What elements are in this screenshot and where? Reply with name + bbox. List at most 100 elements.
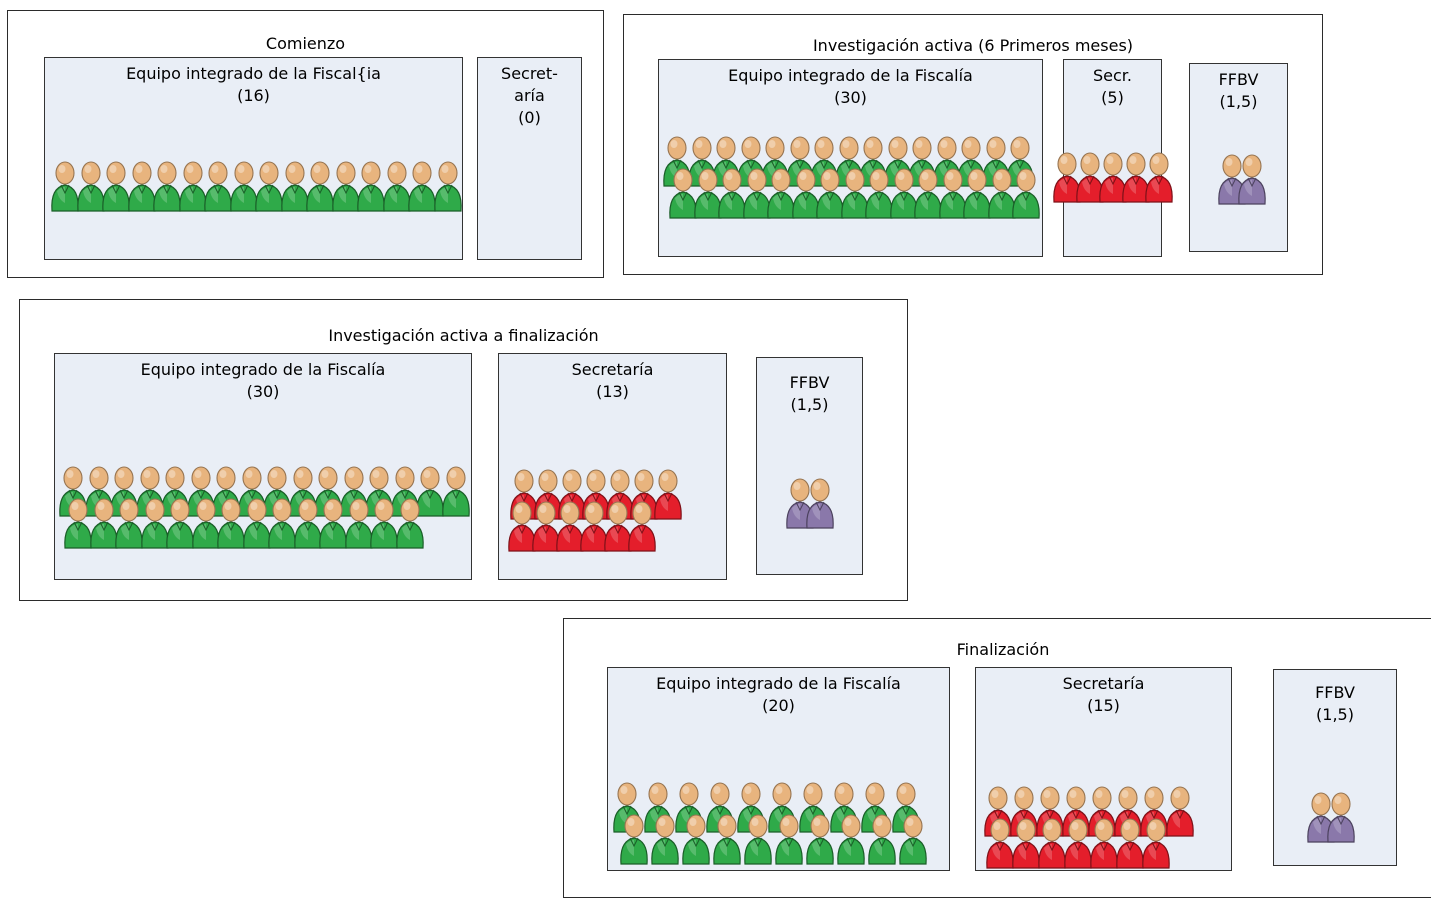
- person-icon: [344, 490, 374, 550]
- group-fiscalia: Equipo integrado de la Fiscalía (30): [658, 59, 1043, 257]
- group-secretaria: Secretaría (13): [498, 353, 727, 580]
- person-icon: [160, 458, 190, 518]
- person-icon: [331, 153, 361, 213]
- person-icon: [1087, 778, 1117, 838]
- person-icon: [1217, 146, 1247, 206]
- person-icon: [1237, 146, 1267, 206]
- person-icon: [1061, 778, 1091, 838]
- person-icon: [237, 458, 267, 518]
- person-icon: [58, 458, 88, 518]
- group-count: (1,5): [1316, 705, 1354, 724]
- group-count: (0): [518, 108, 541, 127]
- group-name: FFBV: [1218, 70, 1259, 89]
- person-icon: [891, 774, 921, 834]
- person-icon: [736, 774, 766, 834]
- person-icon: [1009, 778, 1039, 838]
- person-icon: [140, 490, 170, 550]
- person-icon: [1011, 810, 1041, 870]
- person-icon: [662, 128, 692, 188]
- person-icon: [101, 153, 131, 213]
- person-icon: [836, 806, 866, 866]
- person-icon: [178, 153, 208, 213]
- person-icon: [668, 160, 698, 220]
- person-icon: [382, 153, 412, 213]
- person-icon: [829, 774, 859, 834]
- person-icon: [938, 160, 968, 220]
- person-icon: [987, 160, 1017, 220]
- person-icon: [288, 458, 318, 518]
- person-icon: [509, 461, 539, 521]
- person-icon: [1098, 144, 1128, 204]
- person-icon: [805, 470, 835, 530]
- person-icon: [186, 458, 216, 518]
- group-fiscalia: Equipo integrado de la Fiscalía (20): [607, 667, 950, 871]
- person-icon: [791, 160, 821, 220]
- panel-investigacion-activa-finalizacion: Investigación activa a finalización Equi…: [19, 299, 908, 601]
- person-icon: [674, 774, 704, 834]
- person-icon: [907, 128, 937, 188]
- person-icon: [254, 153, 284, 213]
- group-count: (30): [834, 88, 867, 107]
- person-icon: [736, 128, 766, 188]
- person-icon: [1035, 778, 1065, 838]
- person-icon: [932, 128, 962, 188]
- person-icon: [962, 160, 992, 220]
- panel-title: Finalización: [956, 640, 1050, 659]
- person-icon: [407, 153, 437, 213]
- person-icon: [798, 774, 828, 834]
- group-name-line-2: aría: [514, 86, 545, 105]
- person-icon: [889, 160, 919, 220]
- person-icon: [356, 153, 386, 213]
- person-icon: [785, 470, 815, 530]
- group-name: Secr.: [1093, 66, 1132, 85]
- person-icon: [913, 160, 943, 220]
- panel-title: Investigación activa a finalización: [328, 326, 599, 345]
- group-ffbv: FFBV (1,5): [756, 357, 863, 575]
- person-icon: [76, 153, 106, 213]
- person-icon: [619, 806, 649, 866]
- person-icon: [84, 458, 114, 518]
- group-secretaria: Secret- aría (0): [477, 57, 582, 260]
- person-icon: [834, 128, 864, 188]
- group-name: Secret-: [501, 64, 558, 83]
- person-icon: [743, 806, 773, 866]
- person-icon: [1121, 144, 1151, 204]
- person-icon: [1005, 128, 1035, 188]
- person-icon: [840, 160, 870, 220]
- group-count: (1,5): [790, 395, 829, 414]
- person-icon: [687, 128, 717, 188]
- group-name: Equipo integrado de la Fiscal{ia: [126, 64, 381, 83]
- group-fiscalia: Equipo integrado de la Fiscalía (30): [54, 353, 472, 580]
- person-icon: [627, 493, 657, 553]
- person-icon: [50, 153, 80, 213]
- person-icon: [89, 490, 119, 550]
- person-icon: [135, 458, 165, 518]
- panel-comienzo: Comienzo Equipo integrado de la Fiscal{i…: [7, 10, 604, 278]
- person-icon: [864, 160, 894, 220]
- person-icon: [883, 128, 913, 188]
- person-icon: [767, 774, 797, 834]
- person-icon: [717, 160, 747, 220]
- person-icon: [1113, 778, 1143, 838]
- panel-title: Comienzo: [265, 34, 346, 53]
- person-icon: [339, 458, 369, 518]
- person-icon: [1165, 778, 1195, 838]
- person-icon: [216, 490, 246, 550]
- person-icon: [211, 458, 241, 518]
- person-icon: [415, 458, 445, 518]
- group-name: Equipo integrado de la Fiscalía: [656, 674, 901, 693]
- person-icon: [1141, 810, 1171, 870]
- group-count: (15): [1087, 696, 1120, 715]
- group-count: (16): [237, 86, 270, 105]
- person-icon: [1052, 144, 1082, 204]
- panel-finalizacion: Finalización Equipo integrado de la Fisc…: [563, 618, 1431, 898]
- person-icon: [395, 490, 425, 550]
- person-icon: [774, 806, 804, 866]
- person-icon: [612, 774, 642, 834]
- person-icon: [313, 458, 343, 518]
- person-icon: [809, 128, 839, 188]
- group-name: Equipo integrado de la Fiscalía: [140, 360, 386, 379]
- group-fiscalia: Equipo integrado de la Fiscal{ia (16): [44, 57, 463, 260]
- person-icon: [858, 128, 888, 188]
- panel-title: Investigación activa (6 Primeros meses): [812, 36, 1134, 55]
